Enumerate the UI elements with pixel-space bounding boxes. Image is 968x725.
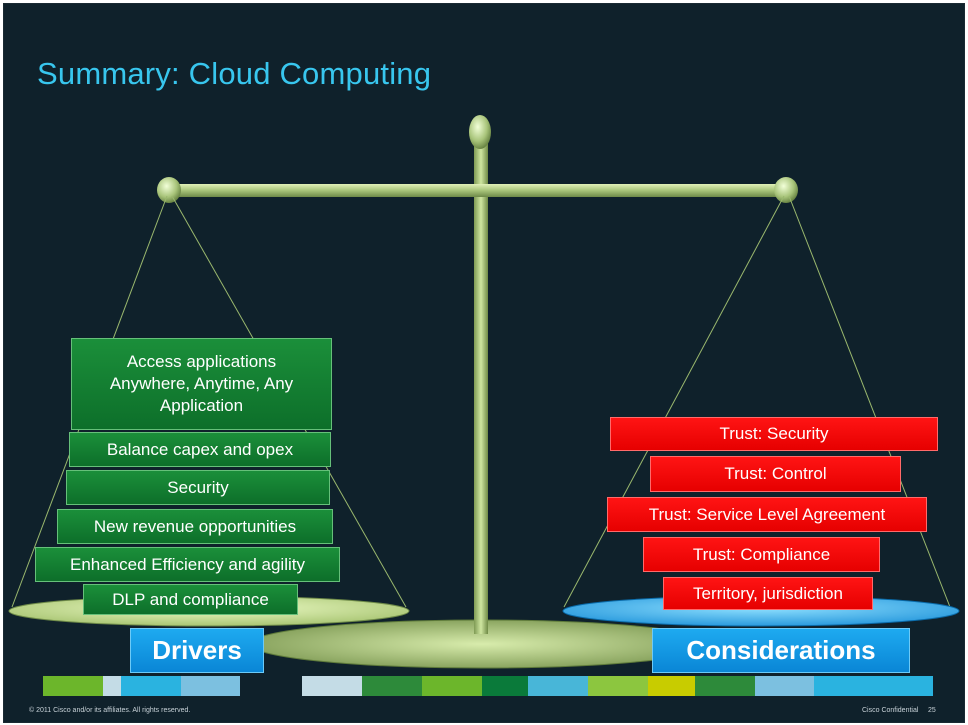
driver-balance-capex-opex: Balance capex and opex — [69, 432, 331, 467]
right-string-outer — [563, 195, 785, 608]
scale-right-knob — [774, 177, 798, 203]
scale-pole — [474, 134, 488, 634]
stripe-segment — [481, 676, 529, 696]
stripe-segment — [588, 676, 648, 696]
consideration-trust-security: Trust: Security — [610, 417, 938, 451]
consideration-trust-sla: Trust: Service Level Agreement — [607, 497, 927, 532]
stripe-segment — [361, 676, 422, 696]
consideration-trust-control: Trust: Control — [650, 456, 901, 492]
stripe-segment — [421, 676, 482, 696]
slide-title: Summary: Cloud Computing — [37, 56, 432, 91]
consideration-territory-jurisdiction: Territory, jurisdiction — [663, 577, 873, 610]
drivers-label: Drivers — [130, 628, 264, 673]
driver-dlp-compliance: DLP and compliance — [83, 584, 298, 615]
stripe-segment — [120, 676, 181, 696]
footer-classification: Cisco Confidential — [862, 707, 919, 714]
consideration-trust-compliance: Trust: Compliance — [643, 537, 880, 572]
footer-copyright: © 2011 Cisco and/or its affiliates. All … — [29, 707, 191, 714]
stripe-segment — [694, 676, 755, 696]
scale-top-knob — [469, 115, 491, 149]
driver-security: Security — [66, 470, 330, 505]
stripe-segment — [647, 676, 695, 696]
driver-enhanced-efficiency: Enhanced Efficiency and agility — [35, 547, 340, 582]
stripe-segment — [528, 676, 589, 696]
brand-color-stripe — [43, 676, 933, 696]
footer-page-number: 25 — [928, 707, 936, 714]
stripe-segment — [102, 676, 121, 696]
scale-left-knob — [157, 177, 181, 203]
stripe-segment — [814, 676, 933, 696]
right-string-inner — [788, 195, 951, 608]
slide: Summary: Cloud Computing Access applicat… — [3, 3, 965, 723]
driver-access-applications: Access applications Anywhere, Anytime, A… — [71, 338, 332, 430]
stripe-segment — [240, 676, 303, 696]
stripe-segment — [302, 676, 362, 696]
stripe-segment — [180, 676, 241, 696]
stripe-segment — [43, 676, 103, 696]
scale-beam — [168, 184, 790, 197]
considerations-label: Considerations — [652, 628, 910, 673]
driver-new-revenue: New revenue opportunities — [57, 509, 333, 544]
stripe-segment — [754, 676, 815, 696]
balance-scale-graphic — [8, 115, 960, 669]
